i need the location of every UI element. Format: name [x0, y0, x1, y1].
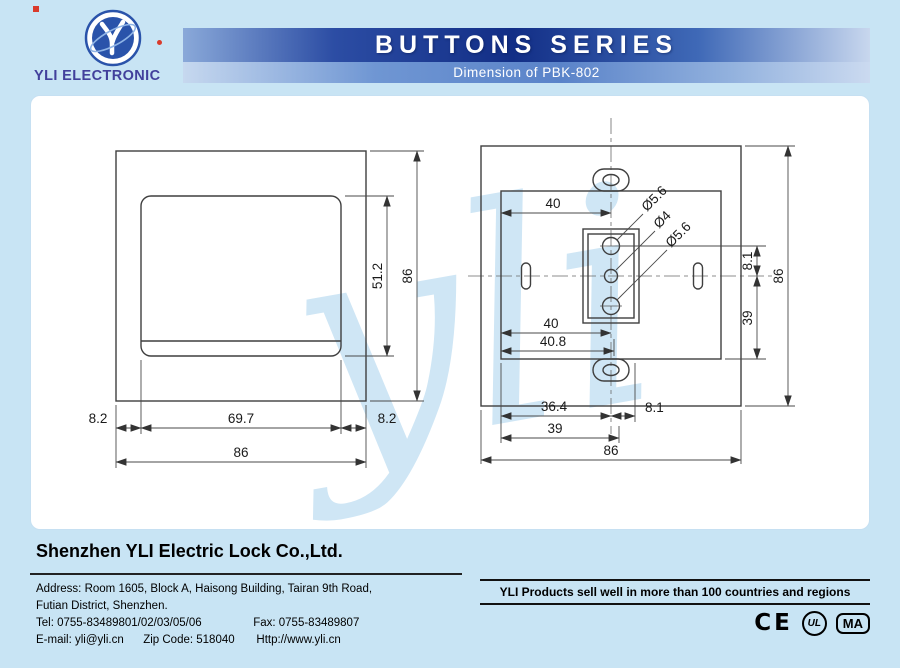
logo-y-branch: [110, 19, 126, 45]
back-view-outline: [480, 145, 742, 407]
front-view-outline: [115, 150, 367, 402]
back-view-dim-lines: [480, 145, 795, 464]
footer-company-name: Shenzhen YLI Electric Lock Co.,Ltd.: [36, 541, 343, 561]
red-accent-square: [33, 6, 39, 12]
technical-drawing: yli: [89, 118, 795, 529]
address-line-2: Futian District, Shenzhen.: [36, 600, 168, 612]
subtitle-banner: Dimension of PBK-802: [183, 62, 870, 83]
front-button-face: [140, 195, 342, 357]
logo-swoosh: [89, 23, 137, 53]
red-accent-dot: [157, 40, 162, 45]
bottom-ear-hole: [602, 363, 620, 377]
front-view-labels: 8.2 69.7 8.2 86 51.2 86: [89, 263, 415, 460]
top-ear-hole: [602, 173, 620, 187]
dim-front-outer-height: 86: [400, 268, 415, 283]
ce-mark-icon: CE: [754, 610, 793, 636]
dim-back-right-lower: 39: [740, 310, 755, 325]
zip-text: Zip Code: 518040: [143, 634, 235, 646]
dim-back-lower-width2: 40.8: [540, 334, 566, 349]
dim-back-bottom-seg3: 39: [547, 421, 562, 436]
back-view-center-marks: [600, 245, 622, 307]
top-mounting-ear: [592, 168, 630, 192]
dim-back-lower-width: 40: [543, 316, 558, 331]
front-view-dim-lines: [115, 150, 424, 468]
bottom-mounting-ear: [592, 358, 630, 382]
page-subtitle: Dimension of PBK-802: [453, 65, 600, 80]
back-outer-square: [480, 145, 742, 407]
drawing-panel: yli: [30, 95, 870, 530]
dim-front-inner-height: 51.2: [370, 263, 385, 289]
ma-mark-icon: MA: [835, 612, 870, 634]
watermark-script: yli: [251, 120, 681, 529]
terminal-block-inner: [587, 233, 635, 319]
dim-hole-mid-diameter: Ø4: [651, 207, 675, 231]
page-title: BUTTONS SERIES: [374, 30, 679, 59]
dim-back-bottom-seg2: 8.1: [645, 400, 664, 415]
dim-front-right-margin: 8.2: [378, 411, 397, 426]
website-text: Http://www.yli.cn: [256, 634, 341, 646]
dim-back-top-width: 40: [545, 196, 560, 211]
dim-back-bottom-total: 86: [603, 443, 618, 458]
slogan-banner: YLI Products sell well in more than 100 …: [480, 579, 870, 605]
dim-front-total-width: 86: [233, 445, 248, 460]
title-banner: BUTTONS SERIES: [183, 28, 870, 62]
email-text: E-mail: yli@yli.cn: [36, 634, 124, 646]
company-logo: [84, 9, 142, 67]
company-name-logo-text: YLI ELECTRONIC: [34, 68, 161, 84]
dim-hole-top-diameter: Ø5.6: [639, 183, 670, 214]
dim-front-left-margin: 8.2: [89, 411, 108, 426]
hole-middle: [603, 268, 619, 284]
phone-row: Tel: 0755-83489801/02/03/05/06 Fax: 0755…: [36, 615, 372, 632]
dim-front-inner-width: 69.7: [228, 411, 254, 426]
certification-marks: CE UL MA: [754, 610, 870, 636]
terminal-block-outer: [582, 228, 640, 324]
fax-text: Fax: 0755-83489807: [253, 617, 360, 629]
dim-back-right-top-offset: 8.1: [740, 252, 755, 271]
left-side-slot: [520, 262, 532, 290]
contact-row: E-mail: yli@yli.cn Zip Code: 518040 Http…: [36, 632, 372, 649]
slogan-text: YLI Products sell well in more than 100 …: [499, 585, 851, 599]
address-line-1: Address: Room 1605, Block A, Haisong Bui…: [36, 583, 373, 595]
front-outer-square: [115, 150, 367, 402]
footer-divider-line: [30, 573, 462, 575]
address-block: Address: Room 1605, Block A, Haisong Bui…: [36, 581, 372, 649]
ul-mark-icon: UL: [801, 610, 827, 636]
right-side-slot: [692, 262, 704, 290]
tel-text: Tel: 0755-83489801/02/03/05/06: [36, 617, 202, 629]
dim-back-total-height: 86: [771, 268, 786, 283]
dim-back-bottom-seg1: 36.4: [541, 399, 568, 414]
